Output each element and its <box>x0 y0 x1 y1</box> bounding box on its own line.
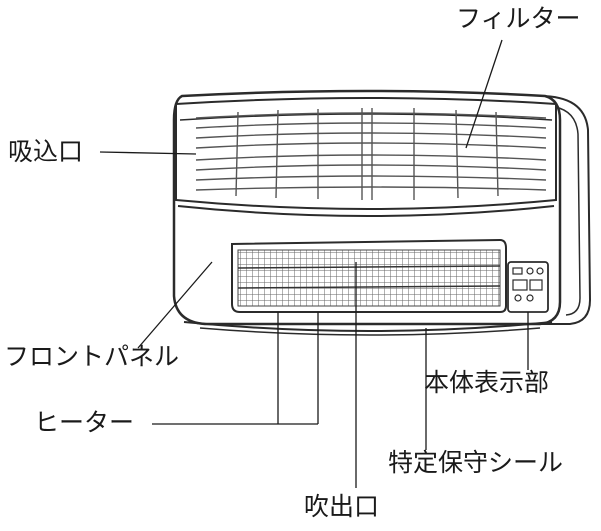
outlet-bars <box>237 265 501 289</box>
filter-bottom-rim <box>177 205 555 217</box>
label-heater: ヒーター <box>34 408 135 437</box>
outlet-mesh <box>237 249 501 307</box>
filter-rim <box>179 113 553 121</box>
leader-lines <box>99 39 529 488</box>
intake-grille <box>195 112 547 191</box>
label-outlet: 吹出口 <box>304 492 380 521</box>
display-buttons <box>512 267 544 302</box>
label-display: 本体表示部 <box>424 368 550 397</box>
label-seal: 特定保守シール <box>388 448 564 477</box>
label-intake: 吸込口 <box>8 137 84 166</box>
rear-housing-inner <box>547 105 581 316</box>
base-edge-2 <box>199 327 541 336</box>
label-front-panel: フロントパネル <box>4 342 180 371</box>
intake-grille-dividers <box>235 108 499 200</box>
label-filter: フィルター <box>456 4 581 33</box>
base-edge <box>183 321 553 332</box>
filter-panel <box>175 97 557 210</box>
